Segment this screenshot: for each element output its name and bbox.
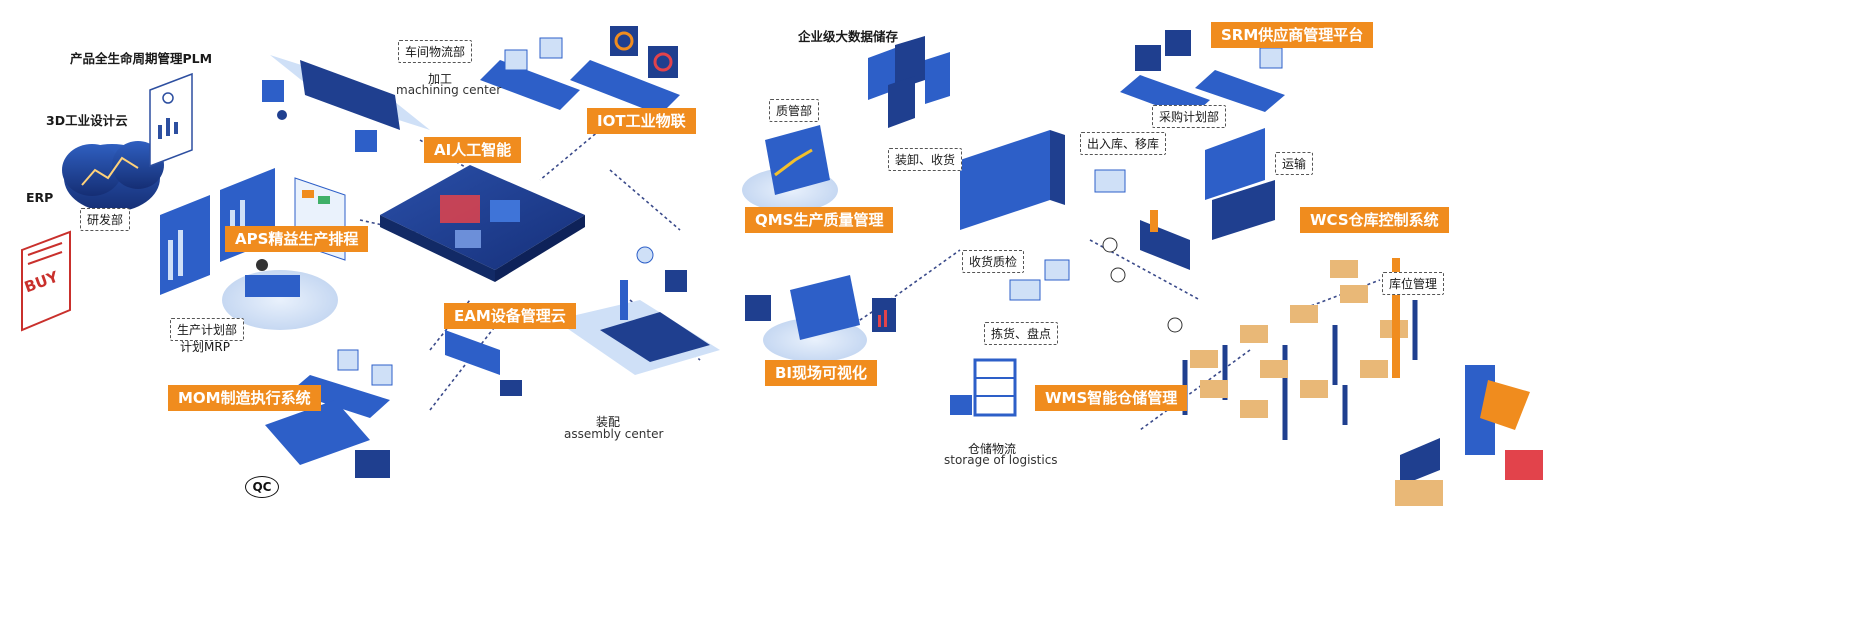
qms-module-badge: QMS生产质量管理 [745,207,894,233]
assembly-en-label: assembly center [564,427,664,441]
load-unload-callout: 装卸、收货 [888,148,963,171]
wcs-module-badge: WCS仓库控制系统 [1300,207,1449,233]
design-cloud-label: 3D工业设计云 [46,113,128,128]
machining-en-label: machining center [396,83,502,97]
delivery-trucks [960,128,1275,240]
planning-desk [222,259,338,330]
quality-callout: 质管部 [769,99,820,122]
plm-document-icon [149,72,193,168]
ai-module-badge: AI人工智能 [424,137,522,163]
qms-station [742,125,838,212]
storage-label: 仓储物流 [968,442,1017,456]
machining-robots [262,55,430,152]
location-callout: 库位管理 [1382,272,1445,295]
bi-station [745,275,896,362]
wms-module-badge: WMS智能仓储管理 [1035,385,1188,411]
workshop-callout: 车间物流部 [398,40,473,63]
design-cloud-icon [62,141,164,212]
erp-document-icon [21,230,71,332]
ai-platform [380,165,585,282]
pick-count-callout: 拣货、盘点 [984,322,1059,345]
erp-label: ERP [26,190,54,205]
server-racks [868,36,950,128]
bigdata-label: 企业级大数据储存 [798,29,899,44]
production-plan-callout: 生产计划部 [170,318,245,341]
procurement-callout: 采购计划部 [1152,105,1227,128]
storage-shelves [950,358,1017,417]
machining-label: 加工 [428,72,453,86]
iot-module-badge: IOT工业物联 [587,108,696,134]
eam-desk [445,330,522,396]
assembly-label: 装配 [596,415,621,429]
mom-area [265,349,393,478]
transport-callout: 运输 [1275,152,1314,175]
iot-workstations [480,26,680,115]
mom-module-badge: MOM制造执行系统 [168,385,321,411]
mrp-label: 计划MRP [180,340,230,354]
bi-module-badge: BI现场可视化 [765,360,878,386]
wcs-racks [1182,258,1543,506]
in-out-callout: 出入库、移库 [1080,132,1167,155]
rd-callout: 研发部 [80,208,131,231]
eam-module-badge: EAM设备管理云 [444,303,576,329]
srm-module-badge: SRM供应商管理平台 [1211,22,1374,48]
plm-label: 产品全生命周期管理PLM [70,51,213,66]
qc-label: QC [245,476,279,498]
warehouse-robots [1009,169,1190,333]
receive-inspect-callout: 收货质检 [962,250,1025,273]
aps-module-badge: APS精益生产排程 [225,226,369,252]
storage-en-label: storage of logistics [944,453,1058,467]
assembly-line [555,246,720,375]
